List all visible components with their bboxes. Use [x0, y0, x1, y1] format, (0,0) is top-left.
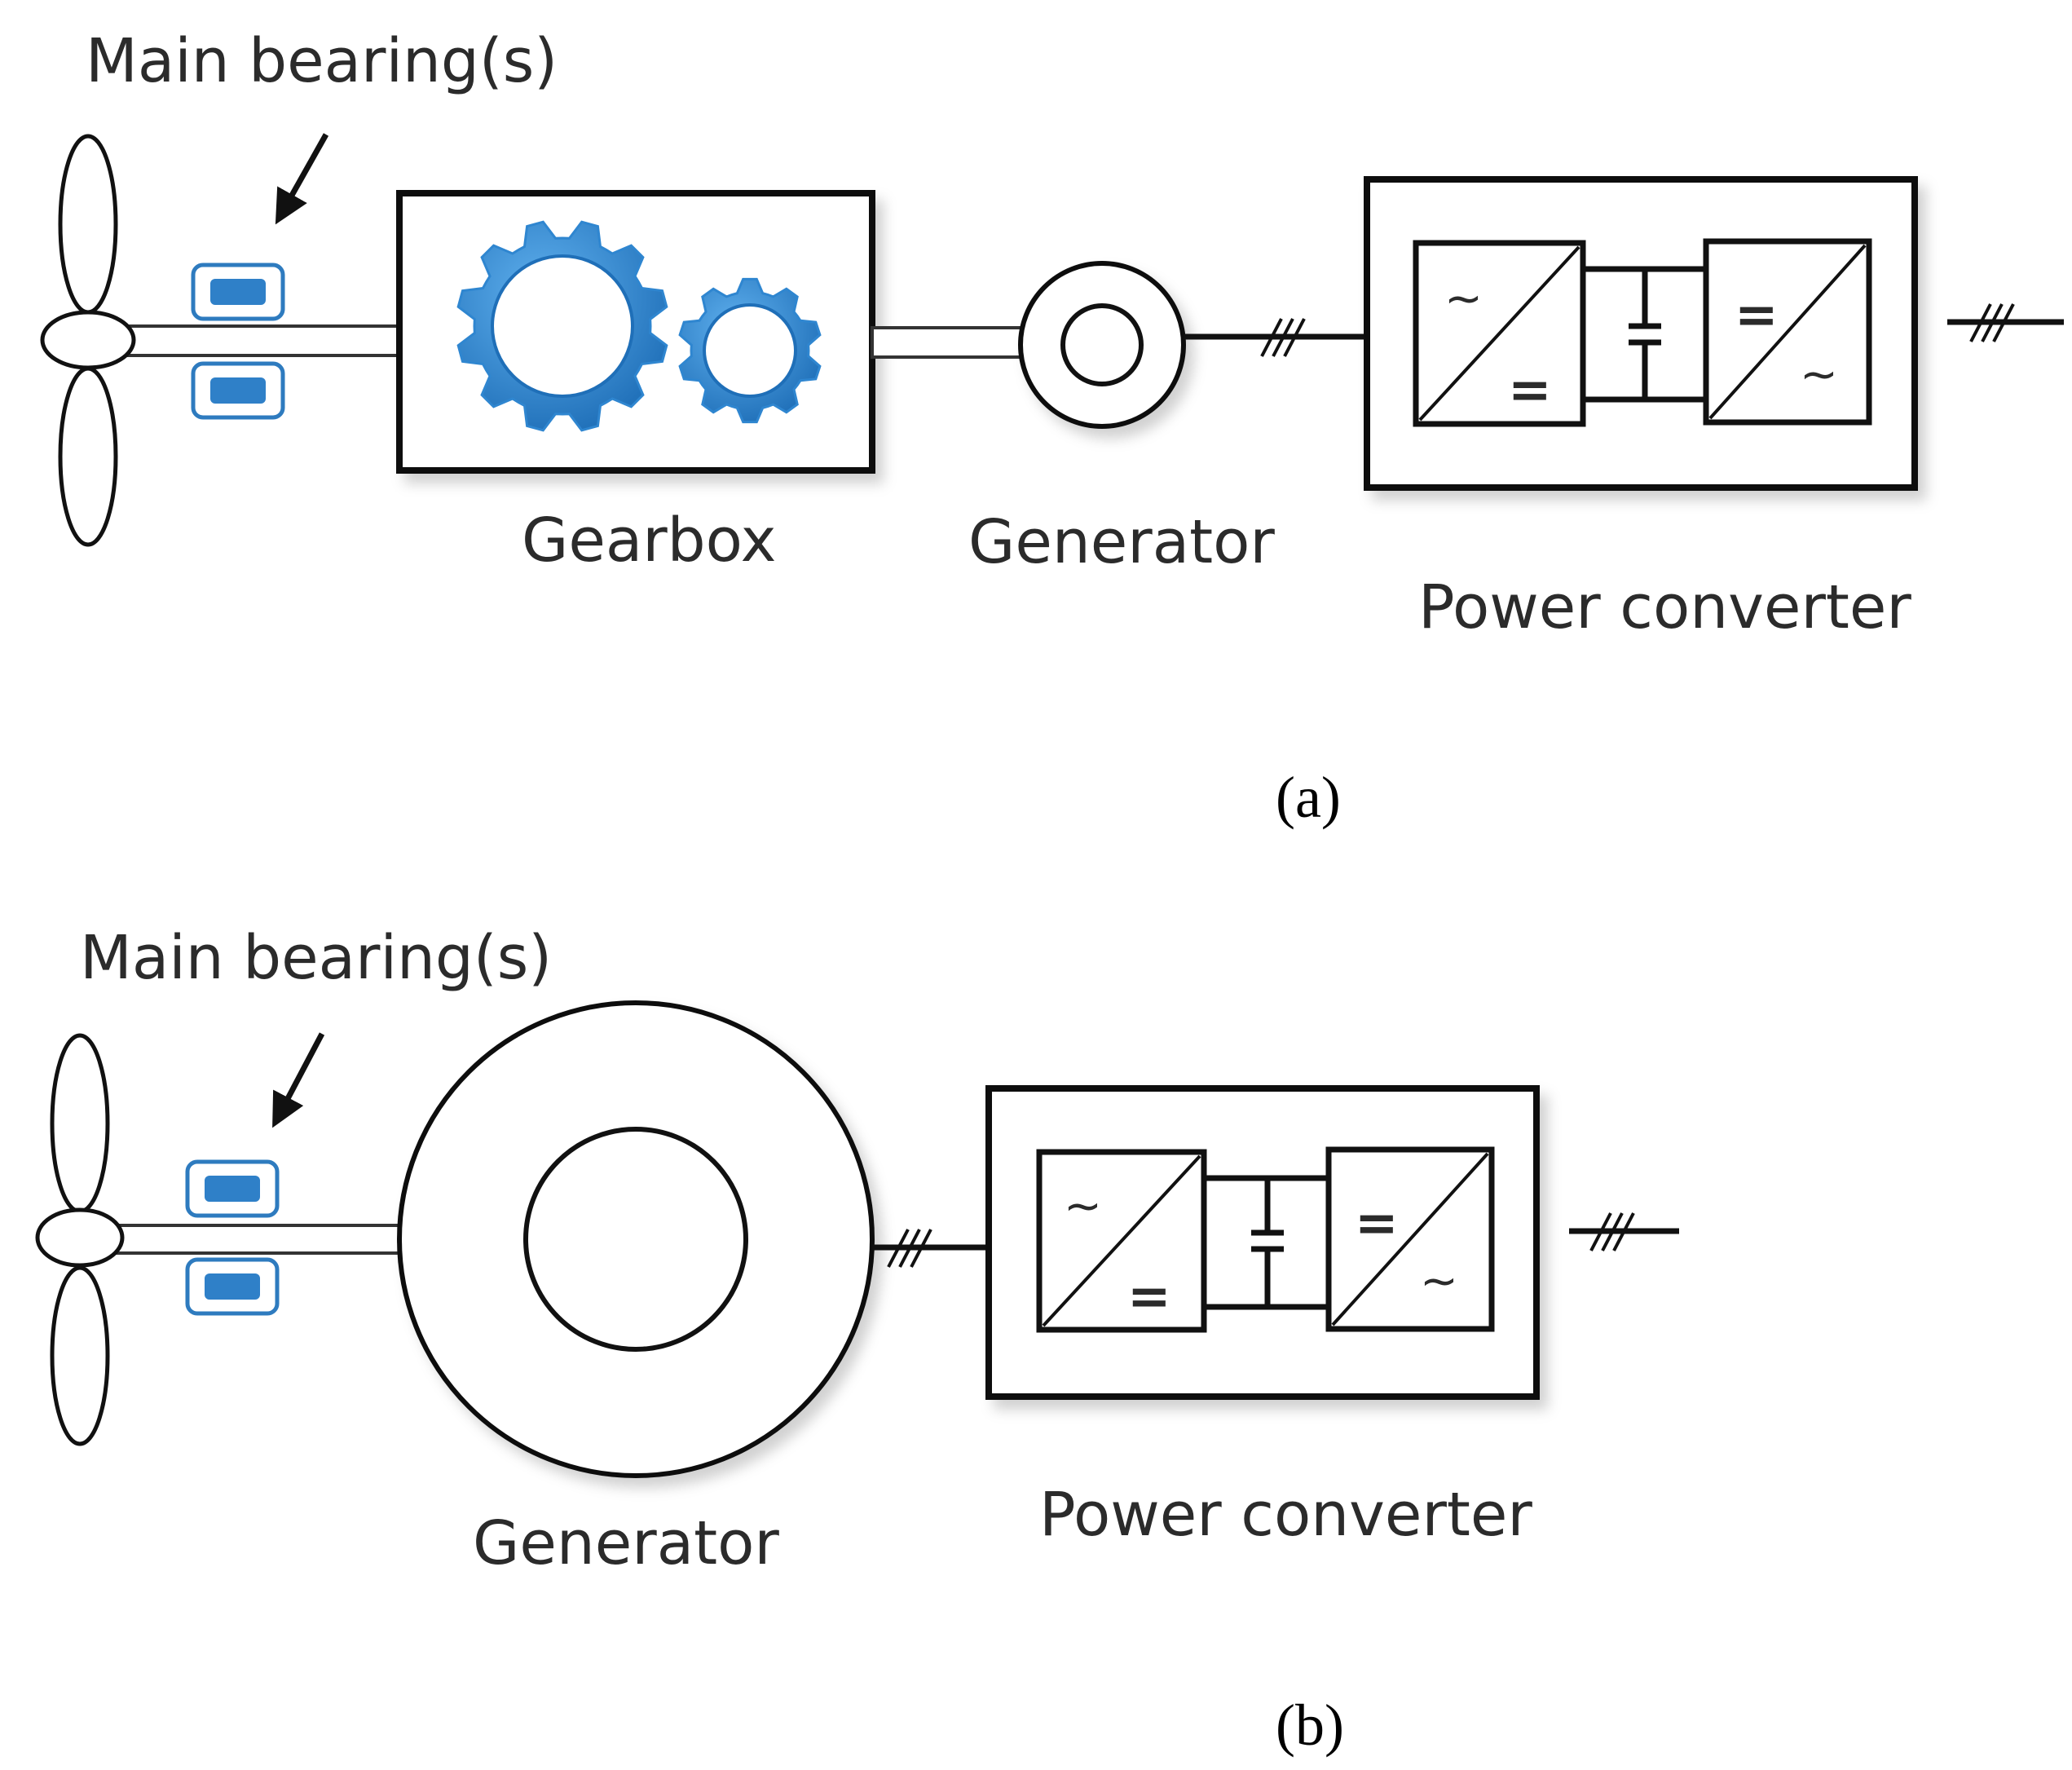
converter-inverter-a: = ~ [1703, 238, 1872, 426]
svg-text:~: ~ [1064, 1180, 1102, 1233]
caption-a: (a) [1276, 765, 1341, 830]
panel-b: Main bearing(s) Generator [35, 923, 1679, 1758]
power-converter-label-b: Power converter [1039, 1480, 1532, 1550]
main-bearings-b [185, 1159, 280, 1316]
three-phase-mark-a1 [1260, 318, 1306, 357]
blade-top-b [50, 1033, 110, 1214]
low-speed-shaft-a [121, 324, 401, 357]
main-bearing-label-a: Main bearing(s) [86, 26, 558, 96]
generator-a [1018, 261, 1186, 429]
shaft-b [112, 1224, 403, 1255]
power-converter-label-a: Power converter [1418, 572, 1911, 642]
ac-symbol: ~ [1444, 272, 1483, 325]
svg-text:=: = [1355, 1194, 1399, 1254]
blade-bottom-b [50, 1265, 110, 1446]
generator-label-b: Generator [473, 1508, 779, 1578]
rotor-b [35, 1033, 125, 1446]
svg-text:=: = [1735, 285, 1779, 346]
generator-label-a: Generator [968, 507, 1275, 577]
svg-text:=: = [1127, 1267, 1171, 1327]
three-phase-mark-b2 [1589, 1212, 1635, 1251]
svg-text:~: ~ [1800, 348, 1838, 401]
svg-text:~: ~ [1420, 1255, 1458, 1308]
gearbox-label: Gearbox [522, 505, 776, 576]
high-speed-shaft-a [871, 326, 1029, 359]
bearing-arrow-a [275, 133, 329, 225]
caption-b: (b) [1276, 1693, 1344, 1758]
blade-top-a [58, 134, 118, 315]
blade-bottom-a [58, 366, 118, 547]
bearing-arrow-b [272, 1032, 325, 1128]
main-bearing-label-b: Main bearing(s) [80, 923, 552, 993]
rotor-a [40, 134, 136, 547]
three-phase-mark-a2 [1969, 303, 2015, 342]
converter-rectifier-a: ~ = [1413, 240, 1586, 427]
hub-a [40, 310, 136, 370]
converter-inverter-b: = ~ [1325, 1146, 1495, 1332]
generator-b [397, 1000, 875, 1478]
converter-rectifier-b: ~ = [1036, 1149, 1207, 1333]
gear-small-hub [703, 303, 797, 398]
three-phase-mark-b1 [887, 1229, 932, 1268]
panel-a: Main bearing(s) Gearbox [40, 26, 2064, 830]
dc-link-b [1204, 1175, 1329, 1310]
gears-icon [456, 220, 822, 432]
dc-symbol: = [1508, 360, 1552, 421]
hub-b [35, 1207, 125, 1268]
main-bearings-a [191, 263, 285, 420]
dc-link-a [1583, 266, 1706, 403]
gear-big-hub [491, 254, 634, 398]
